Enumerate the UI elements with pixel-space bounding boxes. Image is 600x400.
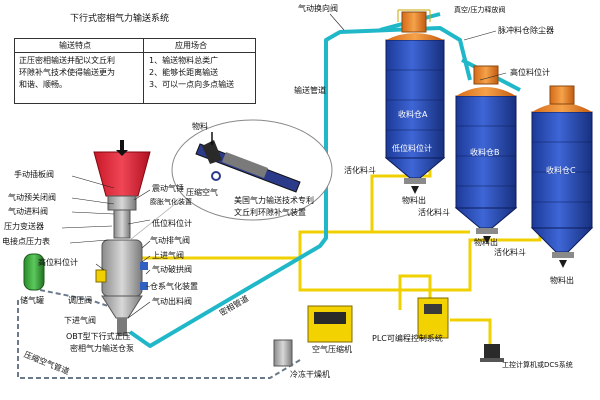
label-pneumatic-inlet-valve: 气动进料阀 xyxy=(8,207,48,216)
air-compressor xyxy=(307,305,353,343)
label-silo-c: 收料仓C xyxy=(546,166,576,175)
label-freeze-dryer: 冷冻干燥机 xyxy=(290,370,330,379)
label-manual-plate-valve: 手动插板阀 xyxy=(14,170,54,179)
label-vacuum-pressure-valve: 真空/压力释放阀 xyxy=(454,6,506,14)
label-plc: PLC可编程控制系统 xyxy=(372,334,443,343)
system-title: 下行式密相气力输送系统 xyxy=(70,14,170,24)
label-material-out-3: 物料出 xyxy=(550,276,574,285)
freeze-dryer-unit xyxy=(273,339,293,367)
gas-tank xyxy=(23,253,45,291)
pump-hopper xyxy=(93,140,151,239)
label-pulse-dust-collector: 脉冲料仓除尘器 xyxy=(498,26,554,35)
label-arch-breaking-valve: 气动破拱阀 xyxy=(152,265,192,274)
label-fluidizing-device: 膨胀气化装置 xyxy=(150,198,192,206)
label-high-level-gauge-right: 高位料位计 xyxy=(510,68,550,77)
label-gas-tank: 储气罐 xyxy=(20,296,44,305)
label-electric-contact-gauge: 电接点压力表 xyxy=(2,237,50,246)
label-silo-b: 收料仓B xyxy=(470,148,500,157)
label-material: 物料 xyxy=(192,122,208,131)
label-fluidizing-hopper-2: 活化料斗 xyxy=(418,208,450,217)
label-conveying-pipe: 输送管道 xyxy=(294,86,326,95)
silo-c xyxy=(530,85,594,258)
table-col1-header: 输送特点 xyxy=(59,41,91,50)
label-high-level-gauge-left: 高位料位计 xyxy=(38,258,78,267)
silo-b xyxy=(454,65,518,234)
label-material-out-2: 物料出 xyxy=(474,238,498,247)
leader-lines xyxy=(61,13,507,319)
label-down-air-valve: 下进气阀 xyxy=(64,316,96,325)
table-column-divider xyxy=(143,39,144,103)
label-ipc: 工控计算机或DCS系统 xyxy=(502,361,573,369)
label-venturi-note-1: 美国气力输送技术专利 xyxy=(234,196,314,205)
label-obt-caption-2: 密相气力输送仓泵 xyxy=(70,344,134,353)
label-low-level-gauge: 低位料位计 xyxy=(392,144,432,153)
label-outlet-valve: 气动出料阀 xyxy=(152,297,192,306)
label-fluidizing-hopper-3: 活化料斗 xyxy=(494,248,526,257)
silo-a xyxy=(384,9,446,184)
label-air-compressor: 空气压缩机 xyxy=(312,345,352,354)
pressure-vessel xyxy=(95,239,148,336)
label-pressure-reg-valve: 调压阀 xyxy=(68,296,92,305)
label-material-out-1: 物料出 xyxy=(402,196,426,205)
label-fluidizing-hopper-1: 活化料斗 xyxy=(344,166,376,175)
label-silo-a: 收料仓A xyxy=(398,110,428,119)
table-col1-line-1: 正压密相输送并配以文丘利 xyxy=(19,56,115,65)
label-vibration-hammer: 震动气锤 xyxy=(152,184,184,193)
label-pressure-transmitter: 压力变送器 xyxy=(4,222,44,231)
label-bin-gasify-device: 仓系气化装置 xyxy=(150,282,198,291)
table-col2-header: 应用场合 xyxy=(175,41,207,50)
label-up-air-valve: 上进气阀 xyxy=(152,251,184,260)
info-table: 输送特点 应用场合 正压密相输送并配以文丘利 环隙补气技术使得输送更为 和谐、顺… xyxy=(14,38,256,104)
label-pneumatic-preclose-valve: 气动预关闭阀 xyxy=(8,193,56,202)
label-exhaust-valve: 气动排气阀 xyxy=(150,236,190,245)
table-col2-line-2: 2、能够长距离输送 xyxy=(149,68,219,77)
venturi-detail xyxy=(129,119,333,241)
label-compressed-air: 压缩空气 xyxy=(186,188,218,197)
table-col1-line-3: 和谐、顺畅。 xyxy=(19,80,67,89)
material-out-arrows xyxy=(411,186,567,268)
plc-cabinet xyxy=(417,297,449,339)
table-header-divider xyxy=(15,52,255,53)
label-low-level-gauge-left: 低位料位计 xyxy=(152,219,192,228)
computer-unit xyxy=(480,344,504,362)
table-col2-line-3: 3、可以一点向多点输送 xyxy=(149,80,235,89)
table-col2-line-1: 1、输送物料总类广 xyxy=(149,56,219,65)
label-pneumatic-switch-valve: 气动换向阀 xyxy=(298,4,338,13)
table-col1-line-2: 环隙补气技术使得输送更为 xyxy=(19,68,115,77)
label-venturi-note-2: 文丘利环隙补气装置 xyxy=(234,208,306,217)
label-obt-caption-1: OBT型下行式正压 xyxy=(66,332,131,341)
